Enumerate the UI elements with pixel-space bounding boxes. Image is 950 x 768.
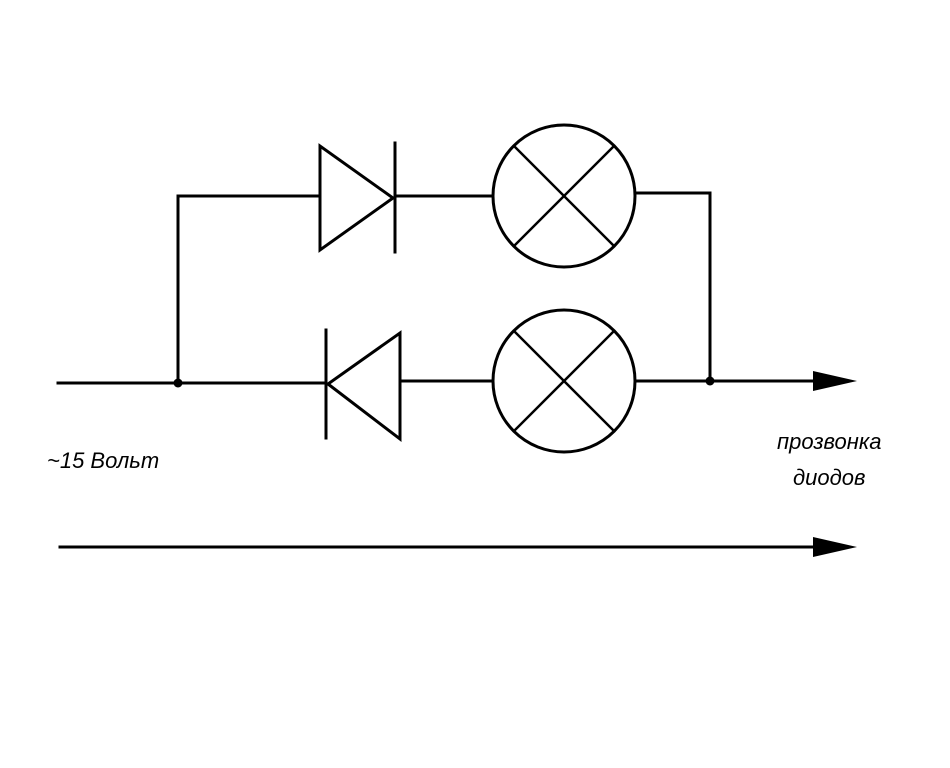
upper-diode-forward-icon [318,141,397,254]
upper-branch [176,123,712,385]
output-arrow-icon [813,371,857,391]
upper-lamp-icon [491,123,637,269]
return-arrow-icon [813,537,857,557]
lower-diode-reverse-icon [324,328,402,443]
source-voltage-label: ~15 Вольт [47,448,160,473]
lower-lamp-icon [491,308,637,454]
lower-branch [176,308,712,454]
output-label-line2: диодов [793,465,866,490]
output-label-line1: прозвонка [777,429,882,454]
